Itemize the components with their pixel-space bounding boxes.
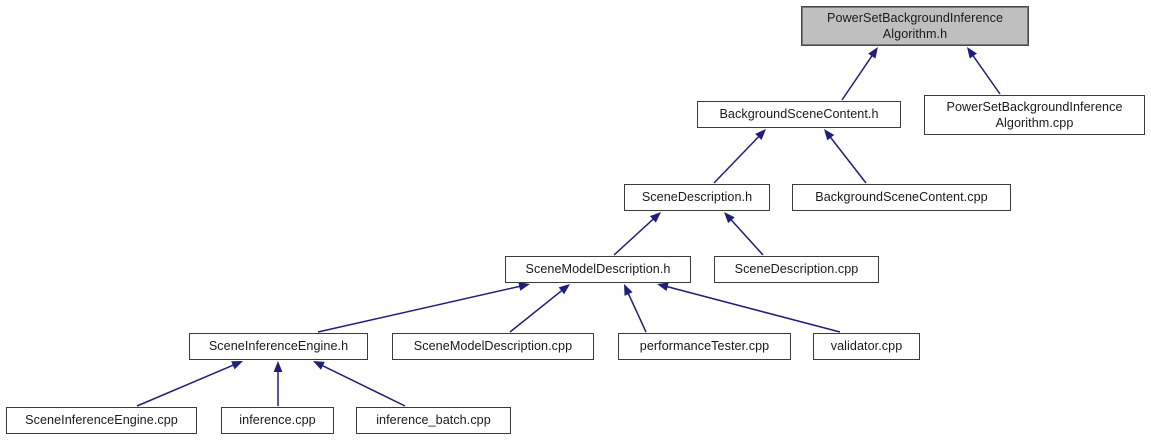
graph-node-sceneinferenceengine_cpp[interactable]: SceneInferenceEngine.cpp: [6, 407, 197, 434]
graph-node-scenedescription_h[interactable]: SceneDescription.h: [624, 184, 770, 211]
graph-node-scenemodeldescription_cpp[interactable]: SceneModelDescription.cpp: [392, 333, 594, 360]
graph-node-validator_cpp[interactable]: validator.cpp: [813, 333, 920, 360]
graph-node-powerset_h: PowerSetBackgroundInference Algorithm.h: [801, 6, 1029, 46]
graph-node-scenemodeldescription_h[interactable]: SceneModelDescription.h: [505, 256, 691, 283]
graph-node-bgscenecontent_h[interactable]: BackgroundSceneContent.h: [697, 101, 901, 128]
graph-node-sceneinferenceengine_h[interactable]: SceneInferenceEngine.h: [189, 333, 368, 360]
graph-node-scenedescription_cpp[interactable]: SceneDescription.cpp: [714, 256, 879, 283]
graph-node-powerset_cpp[interactable]: PowerSetBackgroundInference Algorithm.cp…: [924, 95, 1145, 135]
graph-node-performancetester_cpp[interactable]: performanceTester.cpp: [618, 333, 791, 360]
graph-node-inference_cpp[interactable]: inference.cpp: [221, 407, 334, 434]
graph-node-bgscenecontent_cpp[interactable]: BackgroundSceneContent.cpp: [792, 184, 1011, 211]
graph-node-inference_batch_cpp[interactable]: inference_batch.cpp: [356, 407, 511, 434]
